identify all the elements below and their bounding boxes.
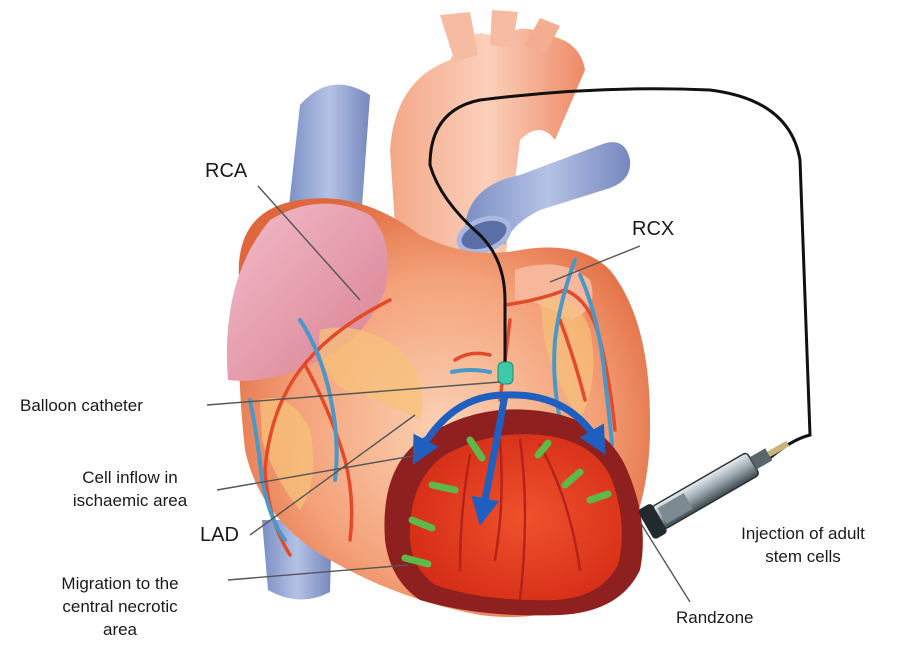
rca-label: RCA (205, 160, 247, 183)
lad-label: LAD (200, 524, 239, 547)
cell-inflow-line-2: ischaemic area (50, 489, 210, 512)
infarct-core (410, 434, 622, 600)
migration-line-3: area (30, 618, 210, 641)
injection-line-1: Injection of adult (718, 522, 888, 545)
migration-label: Migration to the central necrotic area (30, 572, 210, 641)
injection-line-2: stem cells (718, 545, 888, 568)
balloon (498, 362, 513, 384)
rcx-label: RCX (632, 218, 674, 241)
randzone-label: Randzone (676, 606, 754, 629)
cell-inflow-label: Cell inflow in ischaemic area (50, 466, 210, 512)
migration-line-2: central necrotic (30, 595, 210, 618)
balloon-catheter-label: Balloon catheter (20, 394, 143, 417)
injection-label: Injection of adult stem cells (718, 522, 888, 568)
migration-line-1: Migration to the (30, 572, 210, 595)
cell-inflow-line-1: Cell inflow in (50, 466, 210, 489)
